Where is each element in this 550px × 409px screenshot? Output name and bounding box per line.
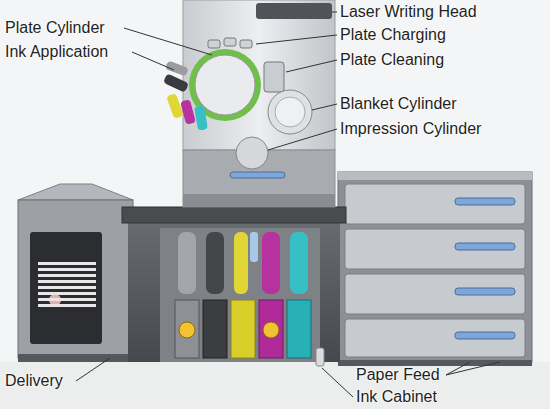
floor — [0, 362, 550, 409]
part-label: Plate Cleaning — [340, 51, 444, 69]
ink-tube — [206, 232, 224, 294]
drawer-handle — [455, 198, 515, 205]
ink-cartridge — [203, 300, 227, 358]
ink-applicator — [194, 105, 208, 130]
print-tower — [163, 0, 335, 207]
leader-line — [76, 358, 110, 381]
paper-feed-unit — [338, 172, 532, 366]
part-label: Paper Feed — [356, 366, 440, 384]
base-unit — [122, 207, 346, 366]
glow — [49, 294, 61, 306]
ink-cabinet-bay — [160, 228, 320, 362]
ink-applicator — [165, 60, 189, 76]
blanket-cylinder — [268, 90, 312, 134]
counter — [122, 207, 346, 223]
ink-tube — [250, 232, 258, 262]
leader-line — [312, 104, 337, 110]
leader-line — [268, 129, 337, 150]
delivery-window — [30, 232, 102, 344]
ink-cartridge — [259, 300, 283, 358]
part-label: Plate Charging — [340, 26, 446, 44]
drawer — [345, 274, 525, 314]
paper-sheet — [38, 262, 96, 265]
part-label: Plate Cylinder — [5, 19, 105, 37]
paper-sheet — [38, 292, 96, 295]
plate-cylinder-core — [195, 55, 255, 115]
cleaning-unit — [264, 62, 284, 92]
base-body — [128, 212, 340, 362]
ink-tube — [262, 232, 280, 294]
leader-line — [286, 60, 337, 72]
leader-line — [256, 35, 337, 44]
delivery-base — [18, 354, 133, 362]
paper-sheet — [38, 268, 96, 271]
leader-line — [446, 362, 500, 375]
leader-line — [132, 52, 174, 70]
paper-sheet — [38, 286, 96, 289]
delivery-top — [18, 184, 133, 200]
ink-applicator — [163, 73, 189, 92]
drawer-handle — [455, 332, 515, 339]
part-label: Blanket Cylinder — [340, 95, 457, 113]
leader-line — [124, 28, 212, 55]
ink-applicator — [166, 93, 184, 119]
leader-line — [322, 368, 353, 397]
paper-sheet — [38, 298, 96, 301]
part-label: Impression Cylinder — [340, 120, 481, 138]
leader-line — [332, 12, 337, 13]
part-label: Ink Application — [5, 43, 108, 61]
delivery-unit — [18, 184, 133, 362]
ink-icon — [263, 322, 279, 338]
ink-applicator — [180, 99, 196, 125]
drawer — [345, 184, 525, 224]
tower-upper — [183, 0, 335, 150]
laser-head — [256, 3, 332, 19]
bottle — [316, 348, 324, 366]
charging-unit — [240, 40, 252, 48]
feed-base — [338, 360, 532, 366]
charging-unit — [224, 38, 236, 46]
ink-tube — [234, 232, 248, 294]
paper-sheet — [38, 304, 96, 307]
feed-body — [338, 172, 532, 362]
leader-lines — [76, 12, 500, 397]
impression-cylinder — [236, 137, 268, 169]
paper-sheet — [38, 280, 96, 283]
charging-unit — [208, 40, 220, 48]
feed-top — [338, 172, 532, 180]
drawer — [345, 319, 525, 357]
ink-icon — [179, 322, 195, 338]
tower-handle — [230, 172, 285, 178]
drawer — [345, 229, 525, 269]
part-label: Laser Writing Head — [340, 3, 477, 21]
paper-sheet — [38, 274, 96, 277]
delivery-body — [18, 200, 133, 358]
drawer-handle — [455, 243, 515, 250]
ink-tube — [178, 232, 196, 294]
blanket-core — [275, 97, 305, 127]
part-label: Ink Cabinet — [356, 388, 437, 406]
ink-tube — [290, 232, 308, 294]
tower-band — [183, 194, 335, 207]
drawer-handle — [455, 288, 515, 295]
ink-cartridge — [287, 300, 311, 358]
ink-cartridge — [175, 300, 199, 358]
ink-cartridge — [231, 300, 255, 358]
leader-line — [446, 362, 470, 375]
part-label: Delivery — [5, 372, 63, 390]
